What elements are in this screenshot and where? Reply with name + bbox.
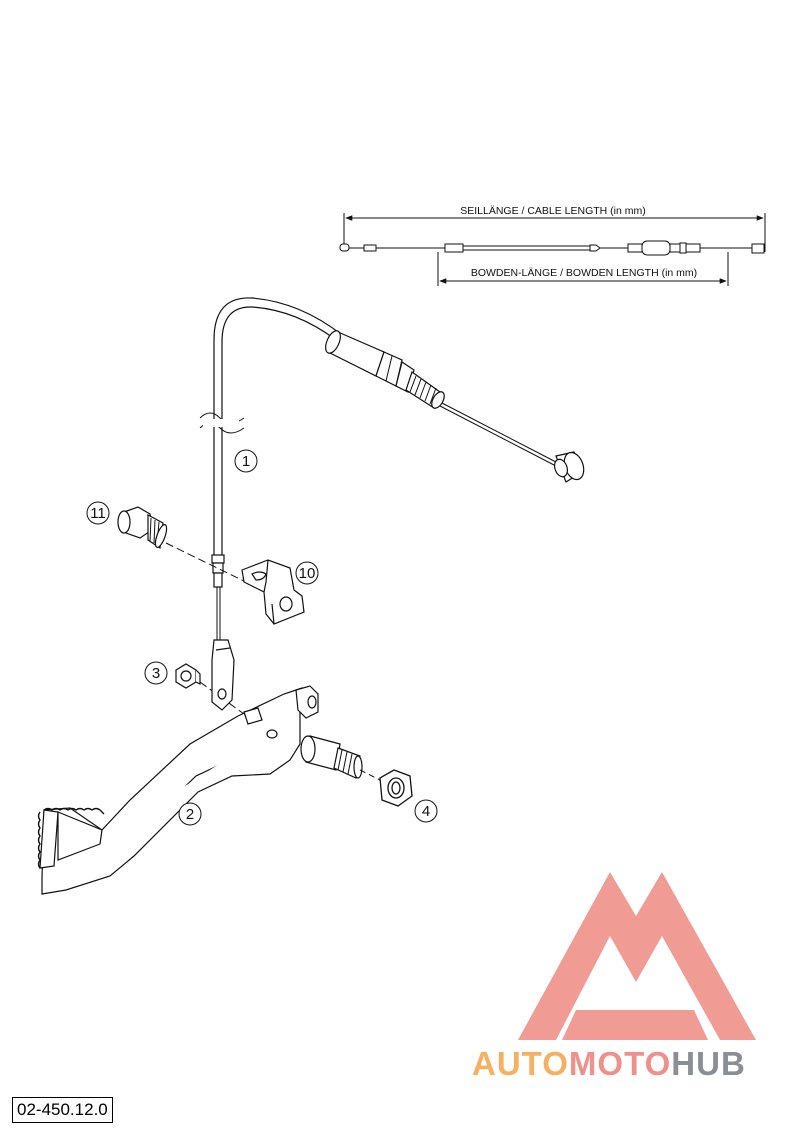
callout-2: 2 bbox=[178, 802, 202, 826]
part-number-label: 02-450.12.0 bbox=[12, 1097, 113, 1123]
svg-text:AUTOMOTOHUB: AUTOMOTOHUB bbox=[472, 1045, 746, 1082]
part-2-brake-pedal bbox=[37, 685, 319, 895]
svg-text:4: 4 bbox=[422, 803, 430, 820]
watermark-text-moto: MOTO bbox=[569, 1045, 671, 1082]
svg-text:3: 3 bbox=[152, 665, 160, 682]
part-11-bolt bbox=[117, 506, 168, 550]
svg-text:2: 2 bbox=[186, 806, 194, 823]
svg-text:11: 11 bbox=[90, 505, 106, 522]
part-3-nut bbox=[175, 663, 201, 689]
part-4-collar-nut bbox=[379, 769, 413, 807]
part-1-cable bbox=[199, 297, 585, 640]
callout-10: 10 bbox=[295, 561, 319, 585]
callout-11: 11 bbox=[86, 501, 110, 525]
svg-text:10: 10 bbox=[299, 565, 316, 582]
callout-3: 3 bbox=[144, 661, 168, 685]
cable-length-drawing: SEILLÄNGE / CABLE LENGTH (in mm) BOWDEN-… bbox=[339, 205, 766, 286]
automotohub-watermark-logo: AUTOMOTOHUB bbox=[472, 872, 756, 1082]
callout-4: 4 bbox=[414, 799, 438, 823]
callout-1: 1 bbox=[234, 449, 258, 473]
cable-length-label: SEILLÄNGE / CABLE LENGTH (in mm) bbox=[460, 205, 646, 217]
watermark-text-hub: HUB bbox=[671, 1045, 746, 1082]
clevis-link bbox=[211, 639, 235, 711]
bowden-length-label: BOWDEN-LÄNGE / BOWDEN LENGTH (in mm) bbox=[471, 267, 697, 279]
svg-text:1: 1 bbox=[242, 453, 250, 470]
pivot-shaft bbox=[300, 735, 363, 779]
part-10-bracket bbox=[241, 559, 305, 625]
watermark-text-auto: AUTO bbox=[472, 1045, 569, 1082]
